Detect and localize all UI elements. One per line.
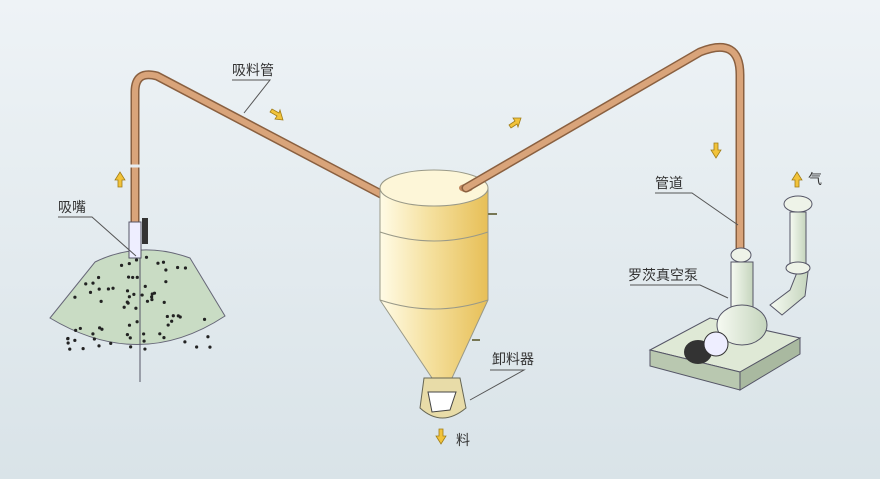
material-particle	[164, 280, 168, 284]
material-particle	[127, 295, 131, 299]
material-particle	[208, 345, 212, 349]
arrow-down-icon	[435, 428, 447, 445]
material-particle	[171, 314, 175, 318]
material-particle	[68, 347, 72, 351]
material-particle	[142, 339, 146, 343]
material-particle	[156, 261, 160, 265]
label-air-out: 气	[808, 172, 822, 188]
material-particle	[111, 286, 115, 290]
material-particle	[202, 317, 207, 322]
material-particle	[176, 314, 180, 318]
material-particle	[125, 289, 130, 293]
material-particle	[140, 293, 144, 297]
material-particle	[145, 299, 150, 303]
material-particle	[135, 275, 139, 279]
material-particle	[161, 260, 166, 264]
material-particle	[164, 268, 168, 272]
material-particle	[183, 340, 187, 344]
material-particle	[66, 337, 70, 341]
material-particle	[129, 345, 133, 349]
material-particle	[125, 300, 129, 304]
material-particle	[84, 282, 88, 286]
pipeline	[461, 42, 745, 255]
leader-lines	[58, 79, 739, 401]
arrow-up-icon	[114, 171, 126, 188]
material-particle	[142, 332, 146, 336]
material-particle	[144, 255, 149, 259]
material-particle	[92, 337, 96, 341]
material-particle	[99, 299, 103, 303]
flow-arrows	[114, 108, 803, 445]
material-particle	[100, 327, 104, 331]
material-particle	[134, 306, 138, 310]
suction-pipe	[130, 70, 403, 237]
material-particle	[143, 347, 147, 351]
material-particle	[91, 281, 95, 285]
material-particle	[183, 266, 188, 270]
material-particle	[166, 323, 170, 327]
label-suction-pipe: 吸料管	[232, 63, 274, 79]
material-particle	[97, 287, 101, 291]
material-particle	[165, 314, 169, 319]
material-particle	[150, 297, 154, 302]
material-particle	[74, 328, 78, 332]
material-particle	[175, 265, 180, 270]
material-particle	[122, 305, 126, 309]
arrow-down-right-icon	[269, 108, 284, 121]
material-particle	[66, 341, 70, 345]
label-pipeline: 管道	[655, 176, 683, 192]
material-particle	[128, 336, 132, 340]
label-material-out: 料	[456, 433, 470, 449]
material-particle	[132, 292, 136, 296]
material-particle	[158, 332, 162, 336]
material-particle	[162, 336, 166, 340]
arrow-down-icon	[710, 142, 722, 159]
material-particle	[134, 258, 139, 262]
material-particle	[135, 320, 139, 324]
suction-nozzle	[128, 218, 148, 259]
material-particle	[98, 326, 102, 330]
material-particle	[97, 344, 101, 348]
label-discharger: 卸料器	[492, 352, 534, 368]
material-particle	[150, 295, 154, 299]
material-particle	[78, 326, 82, 331]
discharger	[419, 377, 467, 419]
material-particle	[162, 300, 166, 304]
label-suction-nozzle: 吸嘴	[58, 200, 86, 216]
material-particle	[88, 290, 93, 294]
material-particle	[206, 335, 210, 339]
material-particle	[96, 275, 101, 280]
material-particle	[131, 275, 135, 280]
material-particle	[127, 261, 131, 266]
material-particle	[126, 275, 131, 279]
arrow-up-icon	[791, 171, 803, 188]
label-roots-vacuum-pump: 罗茨真空泵	[628, 268, 698, 284]
material-particle	[125, 333, 130, 337]
material-particle	[152, 291, 157, 295]
material-particle	[109, 341, 113, 345]
material-particle	[143, 284, 147, 288]
material-particle	[81, 347, 85, 351]
arrow-up-right-icon	[508, 117, 522, 129]
material-particle	[170, 319, 174, 323]
material-particle	[106, 287, 111, 291]
material-particle	[195, 345, 199, 349]
material-particle	[73, 295, 77, 299]
material-pile	[49, 240, 226, 382]
roots-vacuum-pump	[648, 195, 813, 391]
material-particle	[91, 332, 95, 336]
material-particle	[73, 338, 77, 343]
material-particle	[127, 323, 132, 327]
material-particle	[119, 263, 124, 267]
